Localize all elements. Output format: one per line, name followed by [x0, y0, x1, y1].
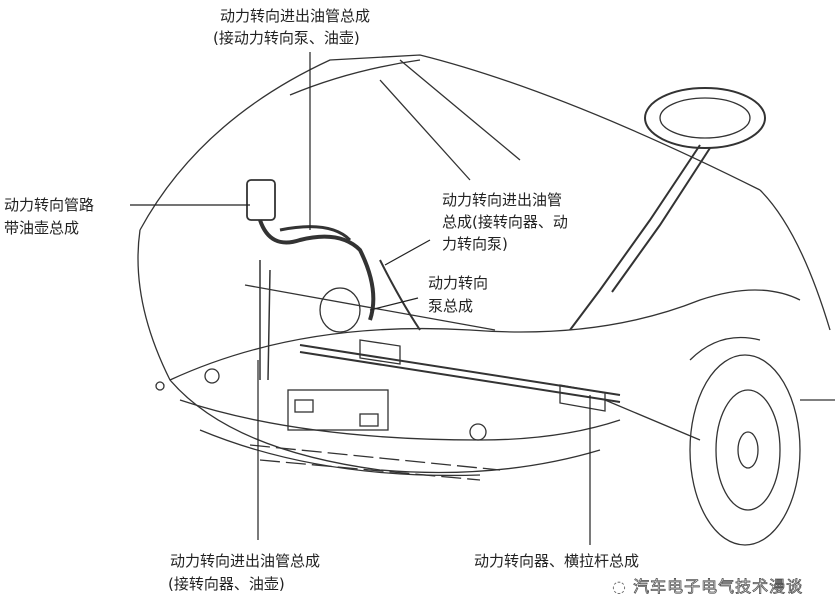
label-mid-line3: 力转向泵) — [442, 235, 508, 253]
watermark-text: 汽车电子电气技术漫谈 — [633, 577, 804, 597]
label-top-line2: (接动力转向泵、油壶) — [213, 29, 360, 47]
watermark: ◌ 汽车电子电气技术漫谈 — [612, 576, 803, 597]
chat-bubble-icon: ◌ — [612, 577, 627, 596]
label-left-line1: 动力转向管路 — [4, 196, 95, 214]
label-bottom-left-line2: (接转向器、油壶) — [168, 575, 285, 593]
label-left-line2: 带油壶总成 — [4, 219, 80, 237]
label-mid-line2: 总成(接转向器、动 — [442, 213, 568, 231]
label-bottom-right: 动力转向器、横拉杆总成 — [474, 552, 640, 570]
label-pump-line1: 动力转向 — [428, 274, 489, 292]
label-pump-line2: 泵总成 — [428, 297, 474, 315]
label-top-line1: 动力转向进出油管总成 — [220, 7, 371, 25]
label-mid-line1: 动力转向进出油管 — [442, 191, 563, 209]
label-bottom-left-line1: 动力转向进出油管总成 — [170, 552, 321, 570]
